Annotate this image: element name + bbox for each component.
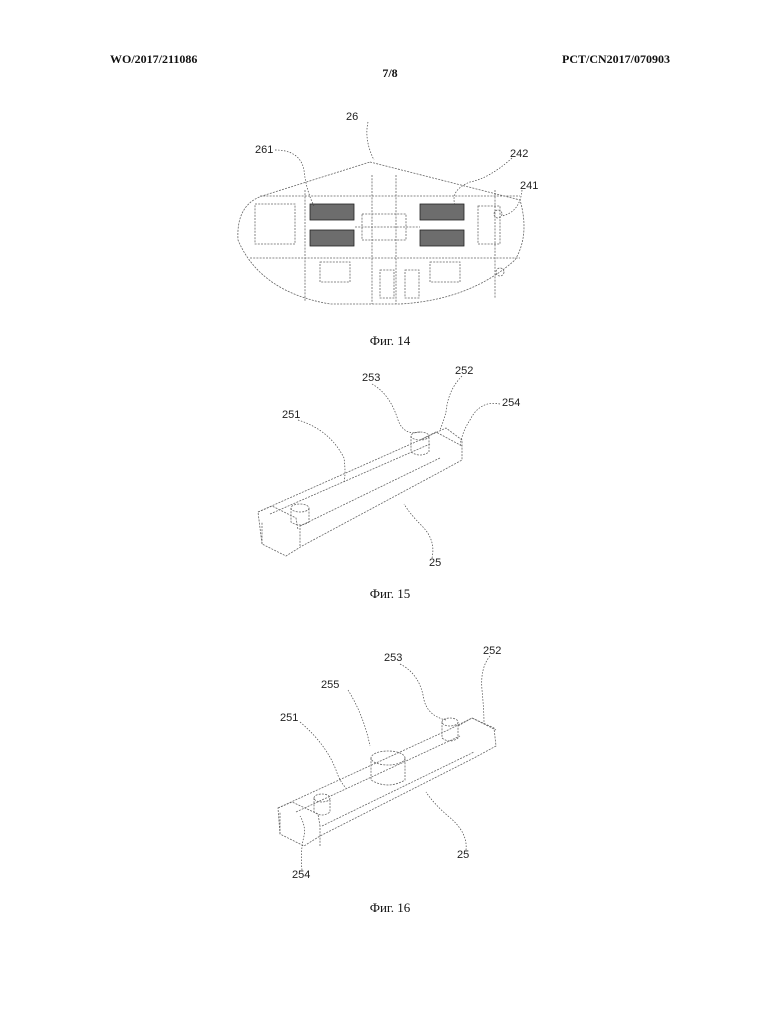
- label-25: 25: [429, 557, 441, 569]
- figure-16-drawing: [278, 656, 496, 870]
- label-242: 242: [510, 148, 528, 160]
- label-26: 26: [346, 111, 358, 123]
- figure-15-caption: Фиг. 15: [0, 586, 780, 602]
- label-254: 254: [502, 397, 520, 409]
- label-253: 253: [362, 372, 380, 384]
- figure-15-drawing: [258, 376, 500, 558]
- label-252: 252: [483, 645, 501, 657]
- figure-14-caption: Фиг. 14: [0, 333, 780, 349]
- label-255: 255: [321, 679, 339, 691]
- label-252: 252: [455, 365, 473, 377]
- label-251: 251: [280, 712, 298, 724]
- label-251: 251: [282, 409, 300, 421]
- label-241: 241: [520, 180, 538, 192]
- label-25: 25: [457, 849, 469, 861]
- figure-14-drawing: [238, 122, 524, 304]
- figure-16-caption: Фиг. 16: [0, 900, 780, 916]
- label-253: 253: [384, 652, 402, 664]
- label-261: 261: [255, 144, 273, 156]
- label-254: 254: [292, 869, 310, 881]
